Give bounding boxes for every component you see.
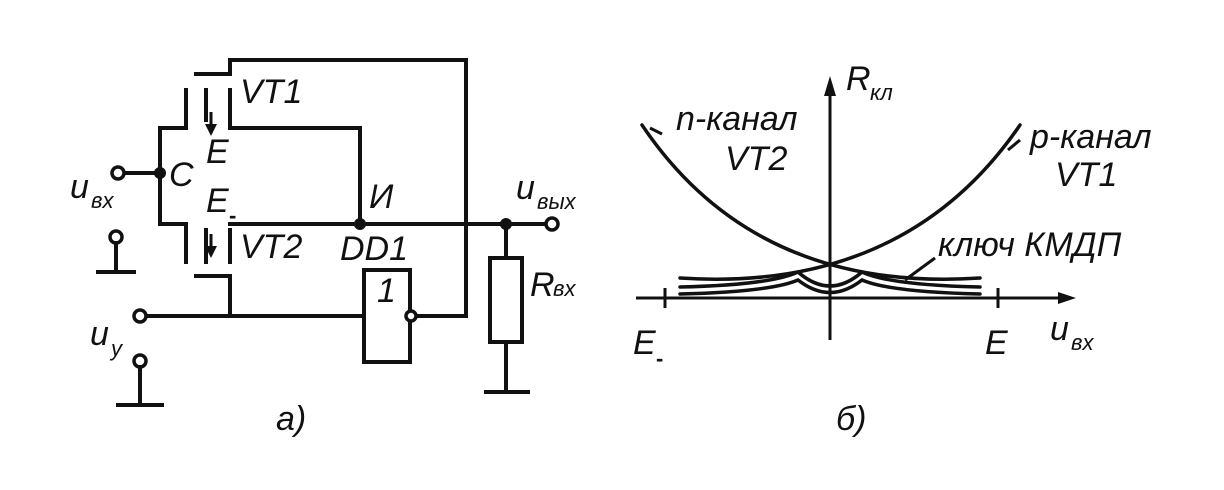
switch-leader: [904, 256, 936, 282]
junction-c: [154, 167, 166, 179]
circuit-diagram: VT1 VT2 E E - С И DD1 1 u вх u вых u у R…: [70, 58, 577, 438]
u-out-label: u: [516, 169, 535, 207]
n-channel-device-label: VT2: [725, 140, 787, 178]
vt1-substrate-arrow-icon: [205, 124, 217, 136]
r-in-label: R: [530, 266, 555, 304]
e-plus-label: E: [206, 133, 229, 171]
e-minus-sign: -: [229, 203, 236, 228]
node-i-label: И: [369, 178, 394, 216]
cmos-switch-curve-outer: [678, 269, 982, 289]
e-minus-label: E: [206, 182, 229, 220]
node-c-label: С: [169, 156, 194, 194]
vt2-label: VT2: [240, 228, 302, 266]
p-channel-device-label: VT1: [1055, 156, 1117, 194]
drain-bus-wire: [158, 126, 188, 232]
r-in-subscript: вх: [553, 276, 576, 301]
inverter-value-label: 1: [377, 272, 396, 310]
u-in-label: u: [70, 168, 89, 206]
u-ctrl-subscript: у: [109, 336, 124, 361]
n-channel-leader: [649, 126, 663, 136]
circuit-caption: а): [276, 400, 306, 438]
junction-i: [354, 218, 366, 230]
x-min-sign: -: [656, 346, 663, 371]
input-terminal: [110, 165, 126, 181]
inverter-output-bubble: [404, 309, 418, 323]
resistor-r-in: [488, 256, 524, 344]
x-min-label: E: [633, 324, 656, 362]
transistor-vt1: [184, 58, 232, 136]
resistance-plot: R кл u вх E - E n-канал VT2 p-канал VT1 …: [633, 60, 1152, 438]
p-channel-curve: [678, 123, 1022, 281]
u-ctrl-label: u: [90, 315, 109, 353]
cmos-switch-curve-inner: [678, 277, 982, 296]
y-axis-subscript: кл: [870, 80, 893, 105]
vt2-substrate-arrow-icon: [205, 246, 217, 258]
x-axis-subscript: вх: [1071, 330, 1094, 355]
x-axis-label: u: [1050, 310, 1069, 348]
feedback-wire: [228, 58, 468, 318]
output-terminal: [544, 216, 560, 232]
junction-output: [500, 218, 512, 230]
u-in-subscript: вх: [91, 188, 114, 213]
dd1-label: DD1: [340, 230, 408, 268]
p-channel-label: p-канал: [1029, 118, 1152, 156]
vt1-label: VT1: [240, 73, 302, 111]
y-axis-arrow-icon: [824, 76, 836, 96]
y-axis-label: R: [846, 60, 871, 98]
switch-label: ключ КМДП: [938, 226, 1122, 264]
p-channel-leader: [1007, 138, 1021, 152]
n-channel-label: n-канал: [676, 100, 798, 138]
transistor-vt2: [184, 228, 232, 318]
x-axis-arrow-icon: [1058, 292, 1076, 304]
u-out-subscript: вых: [537, 189, 577, 214]
vt1-source-wire: [228, 126, 362, 226]
x-max-label: E: [985, 324, 1008, 362]
control-terminal: [132, 308, 148, 324]
n-channel-curve: [640, 123, 982, 281]
plot-caption: б): [836, 400, 866, 438]
